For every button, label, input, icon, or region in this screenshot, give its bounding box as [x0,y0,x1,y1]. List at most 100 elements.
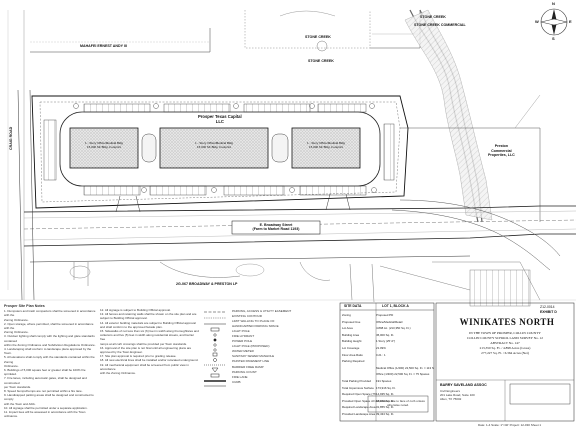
site-plan-notes-continued: 12. All signage is subject to Building O… [100,308,200,375]
notes-line: 7. Fire lanes, including automatic gates… [4,376,87,385]
compass-e: E [569,19,572,24]
legend-row: PARKING, ACCESS & UTILITY EASEMENT [232,309,292,313]
site-data-row: Parking Required [342,358,434,365]
site-data-key [342,365,376,372]
site-data-row: Medical Office (1/200) 22,500 Sq. Ft. = … [342,365,434,372]
notes-line: 8. Speed bumps/humps are not permitted w… [4,389,83,394]
firm-line: Allen, TX 75002 [440,397,462,402]
dimension-footnote: All dimensions are to face of curb unles… [371,399,425,408]
building-2-label: 1 - Story Office/Medical Bldg 15,000 SF … [170,141,258,149]
site-data-key: Required Landscape Area [342,405,376,410]
building-3-label: 1 - Story Office/Medical Bldg 15,000 SF … [294,141,358,149]
notes-line: ramps at all curb crossings shall be pro… [100,341,187,346]
notes-line: 19. All mechanical equipment shall be sc… [100,362,189,371]
legend-row: HANDICAPPED PARKING SPACE [232,324,279,329]
site-data-lot-heading: LOT 1, BLOCK A [382,304,409,308]
site-owner-label: Prosper Texas Capital LLC [198,114,242,124]
legend-row: LIGHT POLE [232,329,250,334]
notes-line: 1. Dumpsters and trash compactors shall … [4,309,96,318]
site-data-row: Zoning Proposed PD [342,312,434,319]
notes-line: subject to Building Official approval. [100,316,148,321]
notes-line: 9. Handicapped parking areas shall be de… [4,393,94,402]
site-data-key: Zoning [342,313,351,317]
title-block-line: ABSTRACT No. 147 [490,341,520,345]
site-data-key: Parking Required [342,359,365,364]
site-data-value: Medical Office (1/200) 22,500 Sq. Ft. = … [376,365,434,370]
notes-line: 3. Outdoor lighting shall comply with th… [4,334,95,343]
neighbor-owner-label: MAHAFEI ERNEST ANDY III [80,44,127,48]
notes-line: 17. Site plan approval is required prior… [100,354,177,359]
exhibit-label: EXHIBIT D [540,310,557,314]
notes-heading: Prosper Site Plan Notes [4,304,45,308]
street-label: E. Broadway Street (Farm to Market Road … [234,223,318,232]
notes-line: collectors and five (5) feet in width al… [100,333,195,342]
notes-line: 4. Landscaping shall conform to landscap… [4,347,92,356]
notes-line: 14. All exterior building materials are … [100,320,196,325]
site-data-value: 18,860 Sq. Ft. [376,398,395,403]
site-data-value: Office (1/300) 22,500 Sq. Ft. = 75 Space… [376,372,430,377]
legend-row: BARRIER FREE RAMP [232,364,264,369]
project-title: WINIKATES NORTH [459,317,555,327]
site-data-row: Proposed Use Office/Medical/Retail [342,319,434,326]
firm-line: 201 Lake Road, Suite 100 [440,393,475,398]
site-data-value: 173,916 Sq. Ft. [376,385,396,390]
compass-w: W [535,19,539,24]
site-data-row: Required Open Space (7%)14,935 Sq. Ft. [342,391,434,398]
notes-line: 12. All signage is subject to Building O… [100,308,171,312]
site-data-value: 39,434 Sq. Ft. [376,411,395,416]
notes-line: within the Zoning Ordinance and Subdivis… [4,342,96,347]
notes-line: 16. Approval of the site plan is not fin… [100,345,192,350]
building-1-area: 15,000 SF Bldg. Footprint [86,144,122,149]
building-3-name: 1 - Story Office/Medical Bldg [307,141,345,145]
neighbor-preston-line-1: Preston [494,144,509,148]
building-2-name: 1 - Story Office/Medical Bldg [195,141,233,145]
notes-line: 5. All elevations shall comply with the … [4,355,95,364]
site-data-value: 45,000 Sq. Ft. [376,332,395,337]
craig-road-label: CRAIG ROAD [9,126,13,150]
notes-line: 11. Impact fees will be assessed in acco… [4,410,86,419]
site-data-key: Proposed Use [342,319,361,324]
notes-line: approved by the Town Engineer. [100,350,143,355]
neighbor-stone-creek-label: STONE CREEK [420,15,446,19]
legend-row: WATER METER [232,349,254,354]
compass-s: S [552,36,555,41]
neighbor-broadway-preston-label: 2G-067 BROADWAY & PRESTON LP [176,282,238,286]
neighbor-preston-commercial: Preston Commercial Properties, LLC [488,144,515,158]
site-data-value: Office/Medical/Retail [376,319,403,324]
site-data-key [342,371,376,378]
notes-line: 2. Open storage, where permitted, shall … [4,321,94,331]
title-block-line: 277,227 Sq. Ft. / 6.364 Acres (Net) [481,351,529,355]
street-subname: (Farm to Market Road 1193) [252,227,300,232]
legend-row: SANITARY SEWER MANHOLE [232,354,275,359]
legend-row: FIRE HYDRANT [232,334,255,339]
site-data-key: Required Open Space (7%) [342,392,376,397]
notes-line: with the Zoning Ordinance. [100,371,136,376]
site-data-value: 0.21 : 1 [376,352,386,357]
notes-line: Zoning Ordinance. [4,317,29,322]
notes-line: per Town standards. [4,384,31,389]
neighbor-stone-creek-commercial-label: STONE CREEK COMMERCIAL [414,23,466,27]
site-data-value: 4.898 Ac. (213,350 Sq. Ft.) [376,326,411,331]
legend-row: FIRE LANE [232,374,248,379]
site-data-value [376,358,434,365]
compass-n: N [552,1,555,6]
site-data-value: Proposed PD [376,313,394,317]
site-owner-line-2: LLC [215,119,224,124]
engineering-firm-name: BARRY SAVELAND ASSOC [440,383,487,387]
notes-line: 15. Sidewalks of not less than six (6) f… [100,329,199,334]
neighbor-preston-line-3: Properties, LLC [488,153,515,158]
legend-row: PARKING COUNT [232,369,257,374]
site-data-value: 21.09% [376,345,386,350]
site-data-value: 14,935 Sq. Ft. [376,392,395,397]
street-name: E. Broadway Street [259,223,293,227]
legend-row: PAINTED PAVEMENT LINE [232,359,270,364]
site-data-value: 1 Story (25'-0") [376,339,396,344]
notes-line: with the Town and ADA. [4,401,36,406]
